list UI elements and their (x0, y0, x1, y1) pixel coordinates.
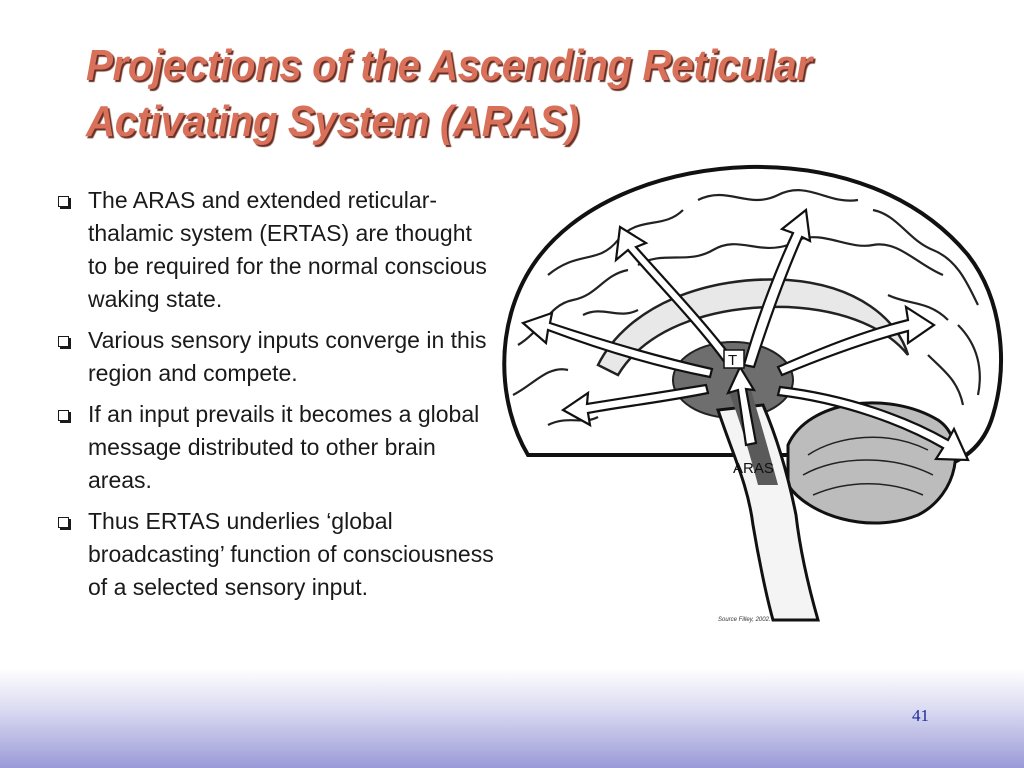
slide-title: Projections of the Ascending Reticular A… (86, 38, 914, 150)
projection-arrows (520, 207, 970, 462)
gyri-lines (512, 189, 981, 426)
bullet-item: If an input prevails it becomes a global… (54, 398, 494, 497)
thalamus-label: T (728, 352, 737, 369)
bullet-item: The ARAS and extended reticular-thalamic… (54, 184, 494, 316)
square-bullet-icon (58, 196, 69, 207)
brain-diagram-svg: T ARAS (502, 164, 1003, 622)
slide-title-line-1: Projections of the Ascending Reticular (86, 41, 812, 90)
figure-source-note: Source Filley, 2002. (718, 617, 771, 623)
thalamus-label-box (723, 349, 745, 369)
bullet-list: The ARAS and extended reticular-thalamic… (54, 184, 494, 612)
square-bullet-icon (58, 517, 69, 528)
slide-title-line-2: Activating System (ARAS) (86, 97, 579, 146)
bullet-text: Thus ERTAS underlies ‘global broadcastin… (88, 508, 494, 600)
square-bullet-icon (58, 410, 69, 421)
bullet-text: Various sensory inputs converge in this … (88, 327, 487, 386)
bullet-item: Thus ERTAS underlies ‘global broadcastin… (54, 505, 494, 604)
arrow-left-icon (520, 311, 714, 379)
arrow-up-right-icon (742, 207, 812, 369)
bullet-text: The ARAS and extended reticular-thalamic… (88, 187, 487, 312)
arrow-right-icon (776, 304, 936, 377)
arrow-ascending-icon (725, 364, 758, 447)
bullet-text: If an input prevails it becomes a global… (88, 401, 480, 493)
brain-aras-illustration: T ARAS (488, 155, 1008, 625)
square-bullet-icon (58, 336, 69, 347)
arrow-lower-left-icon (560, 383, 710, 428)
brainstem (715, 403, 820, 622)
bullet-item: Various sensory inputs converge in this … (54, 324, 494, 390)
cerebellum (786, 401, 957, 525)
arrow-lower-right-icon (776, 385, 970, 462)
aras-label: ARAS (733, 460, 774, 477)
footer-gradient-band (0, 668, 1024, 768)
arrow-up-left-icon (614, 225, 738, 369)
page-number: 41 (912, 706, 929, 725)
